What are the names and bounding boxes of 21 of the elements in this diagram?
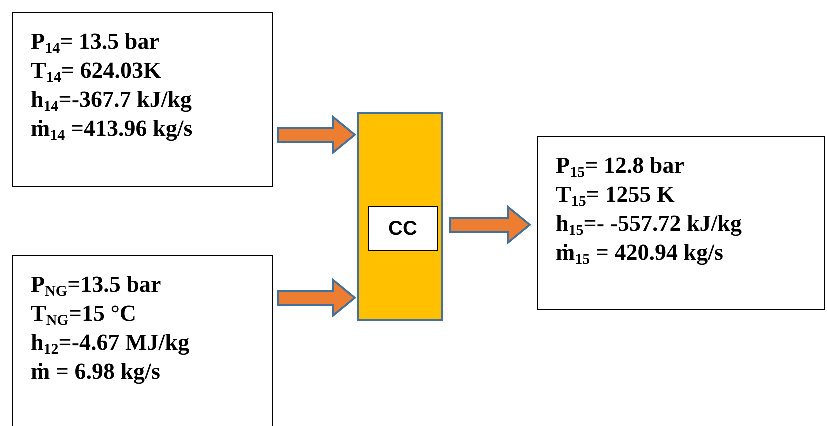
state-value: T$_{NG}$=15 °C	[31, 300, 137, 328]
state-value: h$_{12}$=-4.67 MJ/kg	[31, 329, 190, 357]
state-value: h$_{14}$=-367.7 kJ/kg	[31, 86, 192, 114]
state-value: P$_{15}$= 12.8 bar	[556, 152, 684, 180]
unit-label: CC	[388, 216, 418, 242]
state-value: ṁ$_{15}$ = 420.94 kg/s	[556, 239, 724, 267]
state-value: ṁ = 6.98 kg/s	[31, 358, 160, 386]
unit-label-box	[368, 206, 438, 251]
state-value: P$_{14}$= 13.5 bar	[31, 28, 160, 56]
state-value: T$_{14}$= 624.03K	[31, 57, 162, 85]
state-value: ṁ$_{14}$ =413.96 kg/s	[31, 115, 193, 143]
state-box	[537, 136, 825, 310]
state-box	[12, 12, 273, 187]
combustion-chamber-box	[357, 112, 443, 321]
block-arrow	[277, 114, 357, 156]
block-arrow	[449, 204, 532, 246]
state-value: P$_{NG}$=13.5 bar	[31, 271, 162, 299]
state-value: T$_{15}$= 1255 K	[556, 181, 675, 209]
state-value: h$_{15}$=- -557.72 kJ/kg	[556, 210, 742, 238]
block-arrow	[277, 278, 357, 318]
state-box	[12, 255, 273, 426]
